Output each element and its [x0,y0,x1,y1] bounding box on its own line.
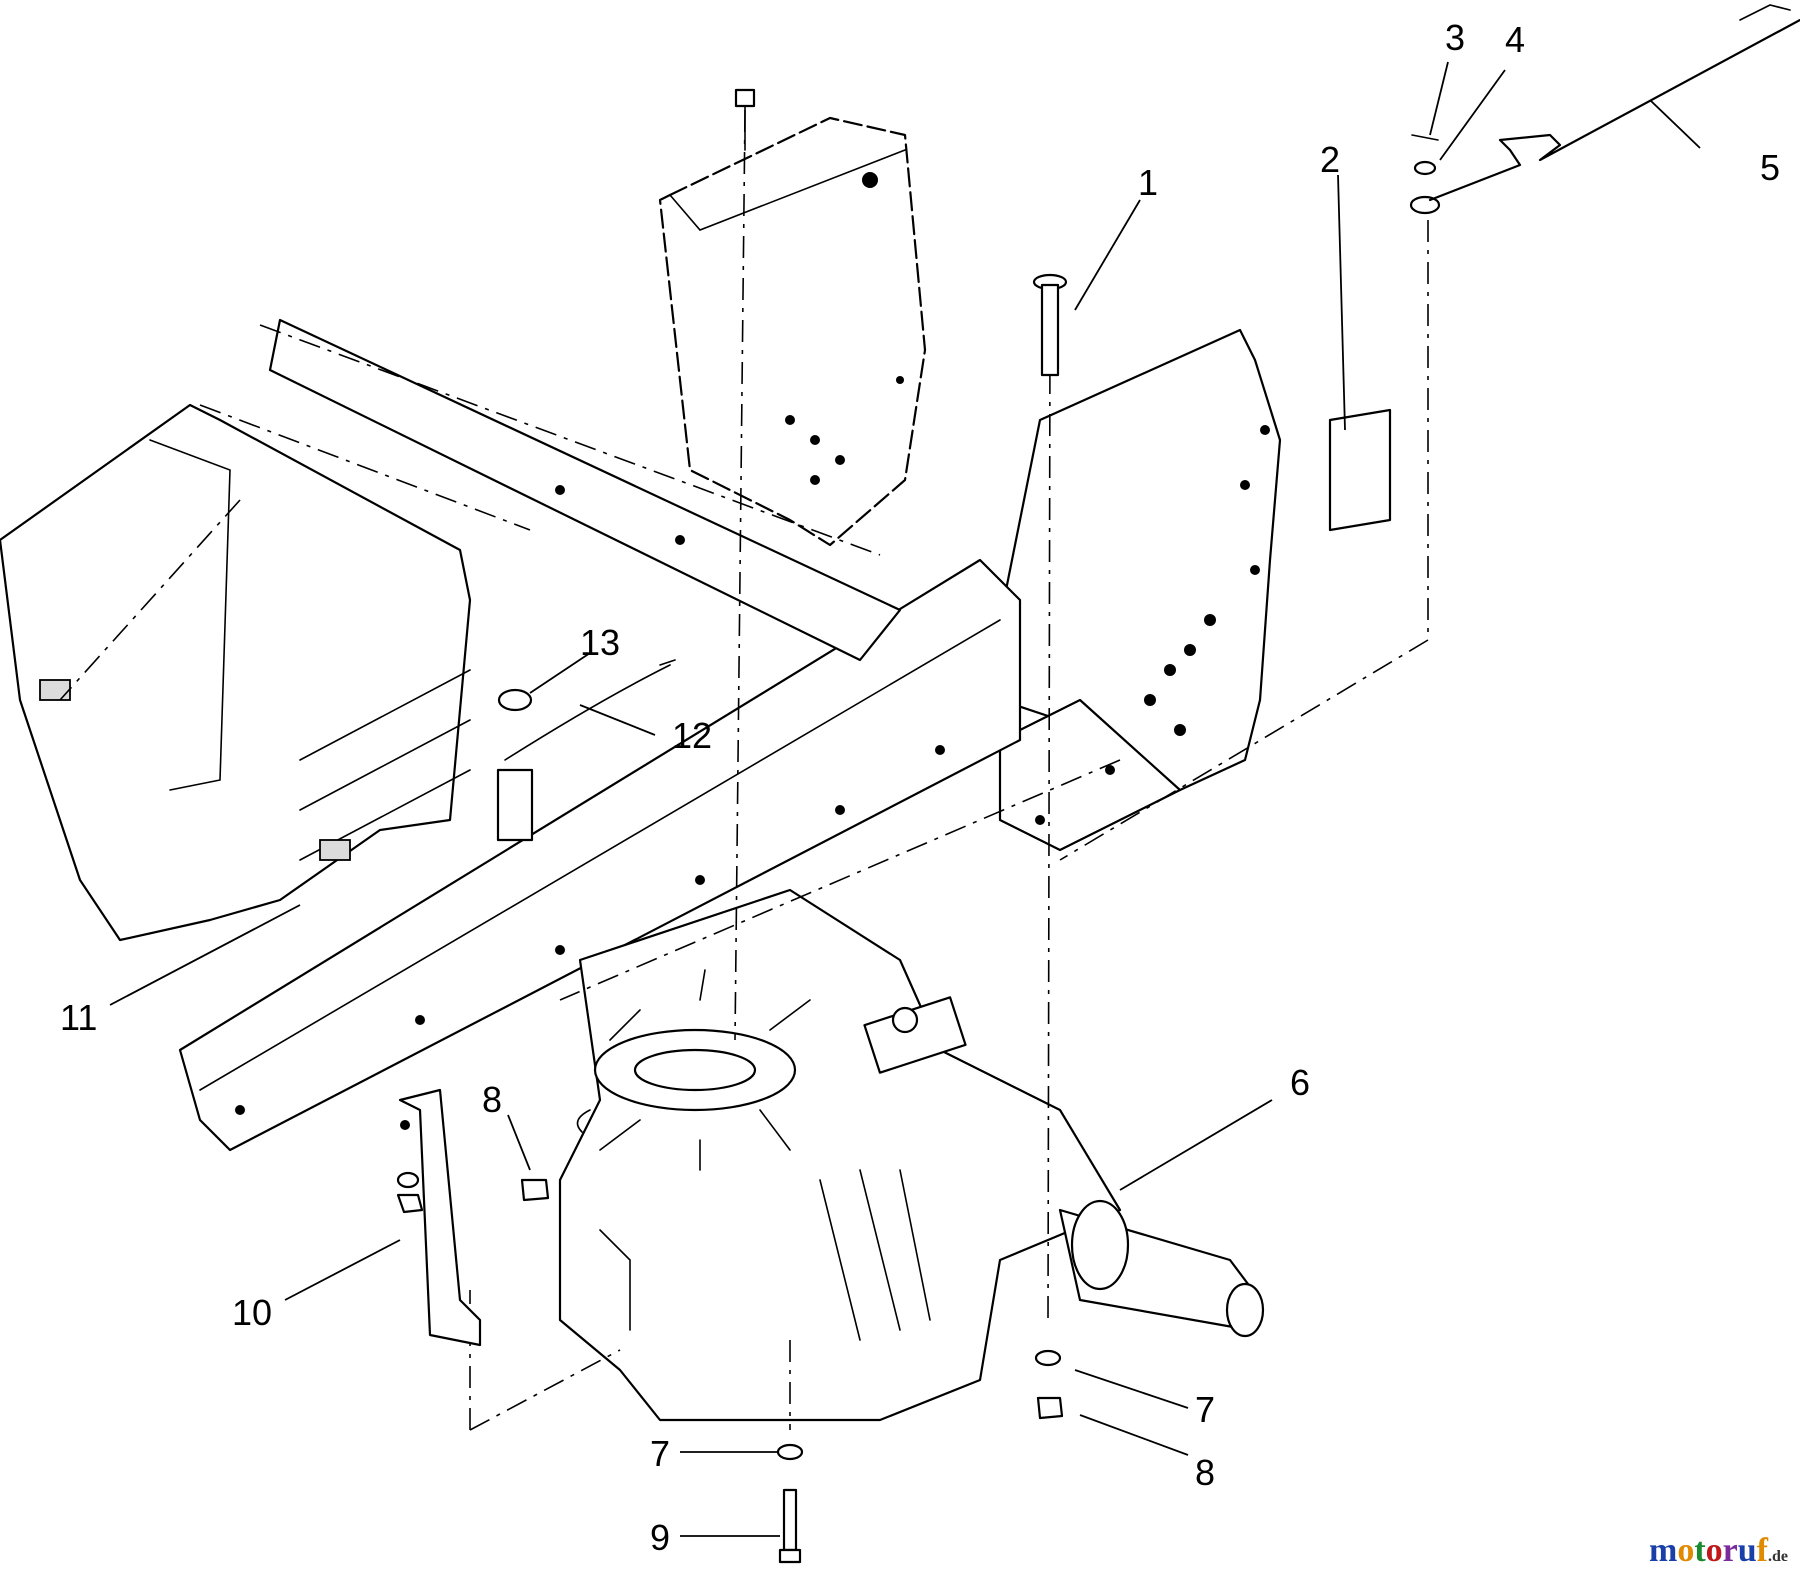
washer-7-bottom [776,1443,804,1461]
wm-letter: m [1649,1532,1678,1569]
washer-7-right [1034,1349,1062,1367]
frame-rail [178,318,1022,1152]
pin [1411,134,1439,141]
wm-letter: u [1737,1532,1757,1569]
e-clip [576,1109,591,1133]
callout-7: 7 [650,1433,670,1474]
bolt-head [734,88,756,108]
rod-eye [1409,195,1441,215]
callout-10: 10 [232,1292,272,1333]
leader-lines [109,61,1701,1537]
callout-2: 2 [1320,139,1340,180]
callout-8: 8 [482,1079,502,1120]
transaxle [558,888,1265,1422]
callout-6: 6 [1290,1062,1310,1103]
washer [1413,160,1437,176]
fender-pan [0,403,472,942]
mount-bracket [398,1088,482,1347]
callout-13: 13 [580,622,620,663]
callout-1: 1 [1138,162,1158,203]
seat-bracket [658,116,927,547]
watermark-logo: motoruf.de [1649,1532,1788,1570]
callout-3: 3 [1445,17,1465,58]
control-rod [1428,18,1800,202]
decal [1328,408,1392,532]
callout-7-right: 7 [1195,1389,1215,1430]
cable [504,664,671,761]
assembly-lines [59,109,1429,1431]
nut-8-right [1036,1396,1064,1420]
wm-letter: r [1722,1532,1738,1569]
nut-8-left [520,1178,550,1202]
clamp [497,688,533,712]
hardware [396,4,1800,1564]
spacer [496,768,534,842]
callout-11: 11 [60,997,97,1038]
wm-letter: t [1694,1532,1706,1569]
wm-suffix: .de [1768,1548,1788,1565]
long-bolt [1040,283,1060,377]
wm-letter: o [1705,1532,1723,1569]
callout-8-right: 8 [1195,1452,1215,1493]
right-side-plate [998,328,1282,852]
wm-letter: o [1677,1532,1695,1569]
callout-5: 5 [1760,147,1780,188]
callout-9: 9 [650,1517,670,1558]
callout-12: 12 [672,715,712,756]
callout-4: 4 [1505,19,1525,60]
wm-letter: f [1756,1532,1768,1569]
callout-labels: 1 2 3 4 5 6 7 8 9 10 11 12 13 7 8 [60,17,1780,1558]
bolt-9 [782,1488,798,1552]
